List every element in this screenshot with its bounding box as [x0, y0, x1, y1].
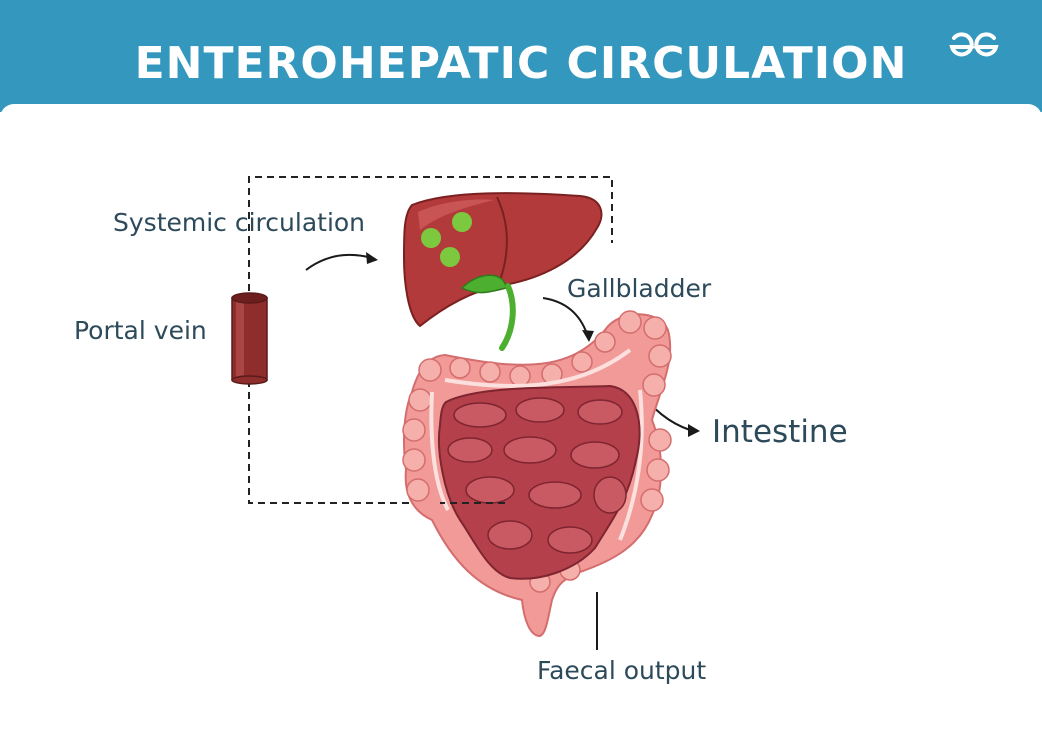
systemic-arrow	[305, 253, 373, 271]
intestine-icon	[402, 310, 672, 638]
gallbladder-arrow	[542, 297, 588, 335]
header-bar	[0, 0, 1042, 112]
page-title: ENTEROHEPATIC CIRCULATION	[134, 38, 908, 89]
gallbladder-duct-icon	[460, 274, 516, 351]
liver-icon	[402, 192, 603, 328]
circulation-dashed-path	[248, 176, 613, 504]
portal-vein-cylinder-icon	[231, 292, 268, 385]
label-faecal-output: Faecal output	[537, 656, 707, 685]
label-gallbladder: Gallbladder	[567, 274, 712, 303]
label-systemic-circulation: Systemic circulation	[113, 208, 366, 237]
gfg-logo-icon	[949, 32, 999, 57]
label-intestine: Intestine	[712, 414, 848, 450]
label-portal-vein: Portal vein	[74, 316, 207, 345]
